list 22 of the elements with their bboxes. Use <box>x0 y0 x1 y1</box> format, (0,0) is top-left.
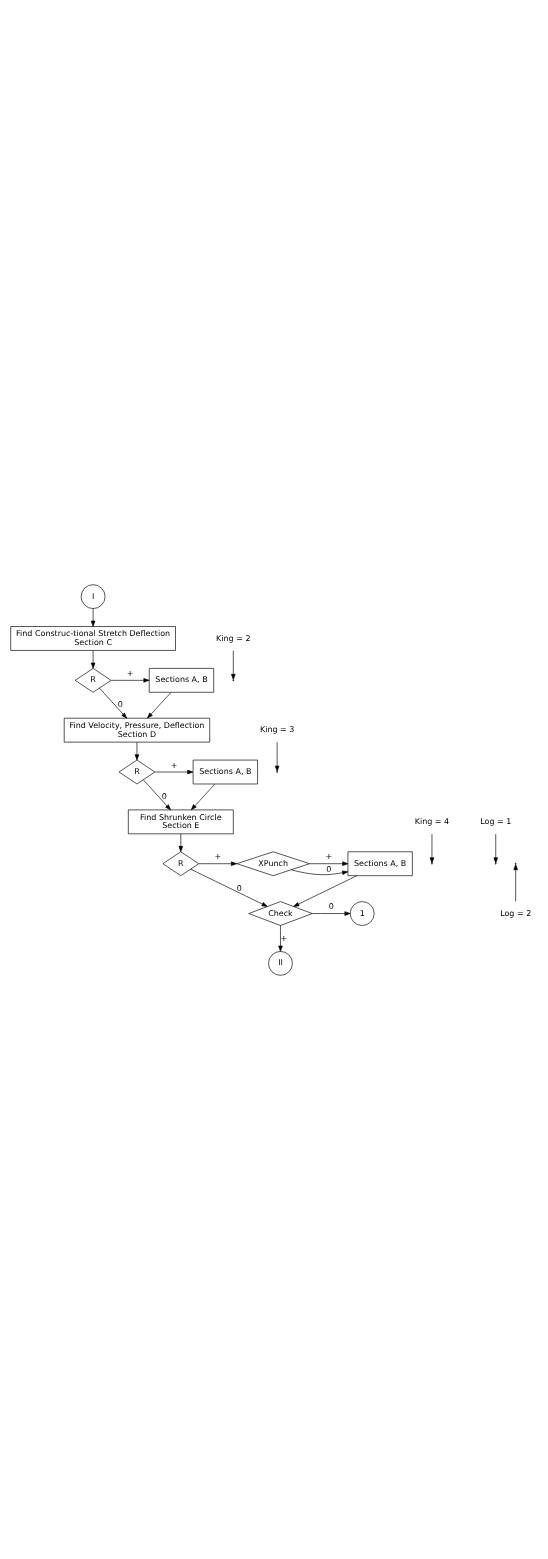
arrow <box>147 691 172 718</box>
arrow <box>178 833 183 852</box>
arrow <box>99 687 128 718</box>
arrow <box>274 741 280 772</box>
arrow <box>309 861 349 866</box>
arrow <box>110 677 150 683</box>
arrow <box>198 861 237 866</box>
arrow <box>190 868 268 907</box>
arrow <box>513 863 518 902</box>
arrow <box>293 874 358 907</box>
arrow <box>154 769 194 774</box>
arrow <box>291 868 349 875</box>
arrow <box>312 910 351 916</box>
arrow <box>90 649 96 669</box>
arrow <box>493 833 498 863</box>
arrow <box>90 607 96 627</box>
arrow <box>231 649 236 680</box>
arrow <box>190 783 216 810</box>
arrow <box>278 924 283 952</box>
arrow <box>143 779 171 810</box>
arrow <box>134 741 140 760</box>
arrow <box>429 833 435 863</box>
